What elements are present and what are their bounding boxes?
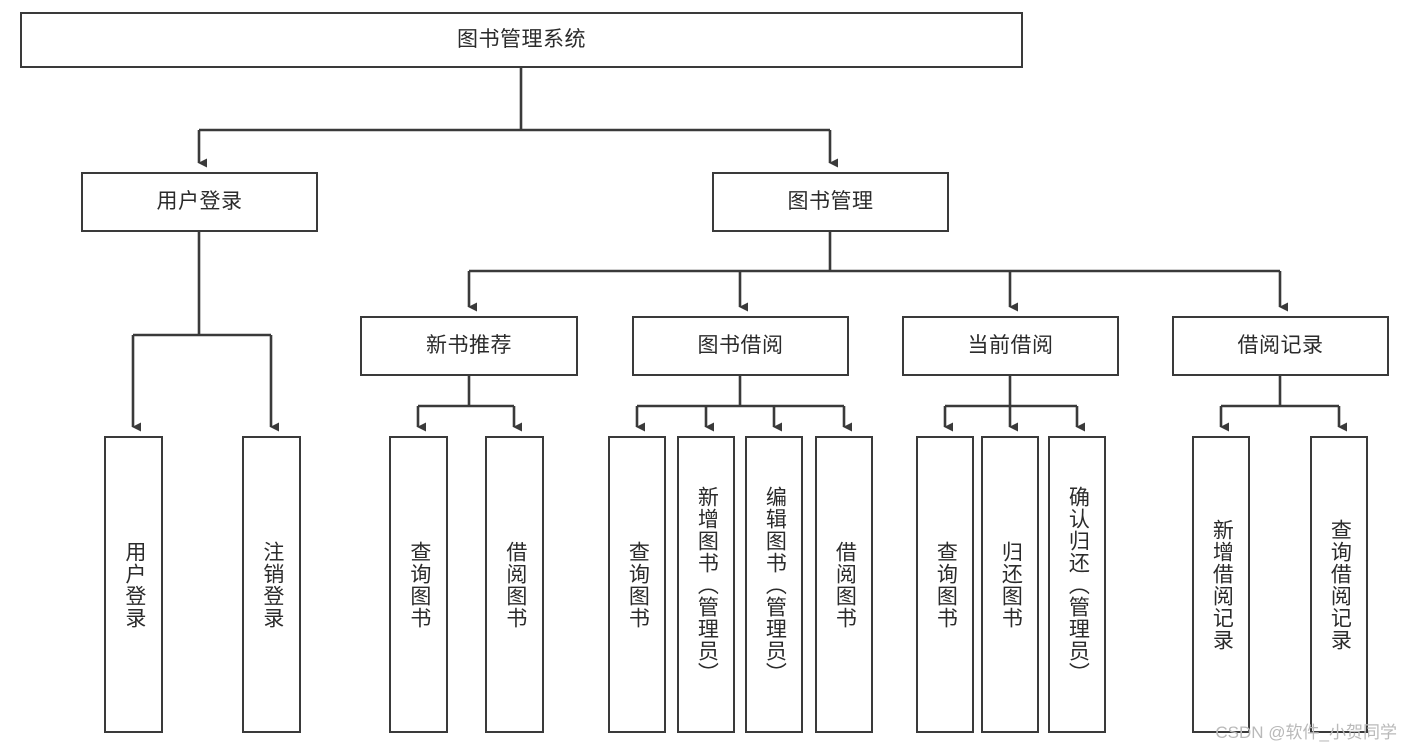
node-label: 归还图书 [999,540,1023,629]
leaf-new-book-borrow[interactable]: 借阅图书 [485,436,544,733]
node-label: 图书管理 [787,190,874,214]
node-label: 借阅图书 [503,540,527,629]
leaf-current-confirm-return-admin[interactable]: 确认归还（管理员） [1048,436,1106,733]
node-label: 查询借阅记录 [1328,518,1352,651]
leaf-user-login-login[interactable]: 用户登录 [104,436,163,733]
node-book-borrow[interactable]: 图书借阅 [632,316,849,376]
node-label: 用户登录 [122,540,146,629]
node-label: 用户登录 [156,190,243,214]
node-label: 编辑图书（管理员） [763,485,787,684]
leaf-current-return-book[interactable]: 归还图书 [981,436,1039,733]
leaf-current-query-book[interactable]: 查询图书 [916,436,974,733]
leaf-borrow-borrow-book[interactable]: 借阅图书 [815,436,873,733]
node-label: 查询图书 [626,540,650,629]
node-root-system[interactable]: 图书管理系统 [20,12,1023,68]
leaf-borrow-add-book-admin[interactable]: 新增图书（管理员） [677,436,735,733]
node-label: 新增图书（管理员） [695,485,719,684]
leaf-record-query-record[interactable]: 查询借阅记录 [1310,436,1368,733]
leaf-new-book-query[interactable]: 查询图书 [389,436,448,733]
node-label: 查询图书 [934,540,958,629]
node-user-login[interactable]: 用户登录 [81,172,318,232]
node-label: 新书推荐 [426,334,512,358]
node-new-book-recommend[interactable]: 新书推荐 [360,316,578,376]
node-label: 确认归还（管理员） [1066,485,1090,684]
node-label: 图书管理系统 [457,28,586,52]
node-label: 注销登录 [260,540,284,629]
node-borrow-record[interactable]: 借阅记录 [1172,316,1389,376]
node-label: 新增借阅记录 [1210,518,1234,651]
leaf-borrow-query-book[interactable]: 查询图书 [608,436,666,733]
node-label: 当前借阅 [967,334,1054,358]
node-book-management[interactable]: 图书管理 [712,172,949,232]
leaf-record-add-record[interactable]: 新增借阅记录 [1192,436,1250,733]
leaf-borrow-edit-book-admin[interactable]: 编辑图书（管理员） [745,436,803,733]
node-label: 借阅图书 [833,540,857,629]
leaf-user-login-logout[interactable]: 注销登录 [242,436,301,733]
node-label: 借阅记录 [1237,334,1324,358]
node-current-borrow[interactable]: 当前借阅 [902,316,1119,376]
watermark: CSDN @软件_小贺同学 [1215,723,1397,742]
node-label: 图书借阅 [697,334,784,358]
node-label: 查询图书 [407,540,431,629]
